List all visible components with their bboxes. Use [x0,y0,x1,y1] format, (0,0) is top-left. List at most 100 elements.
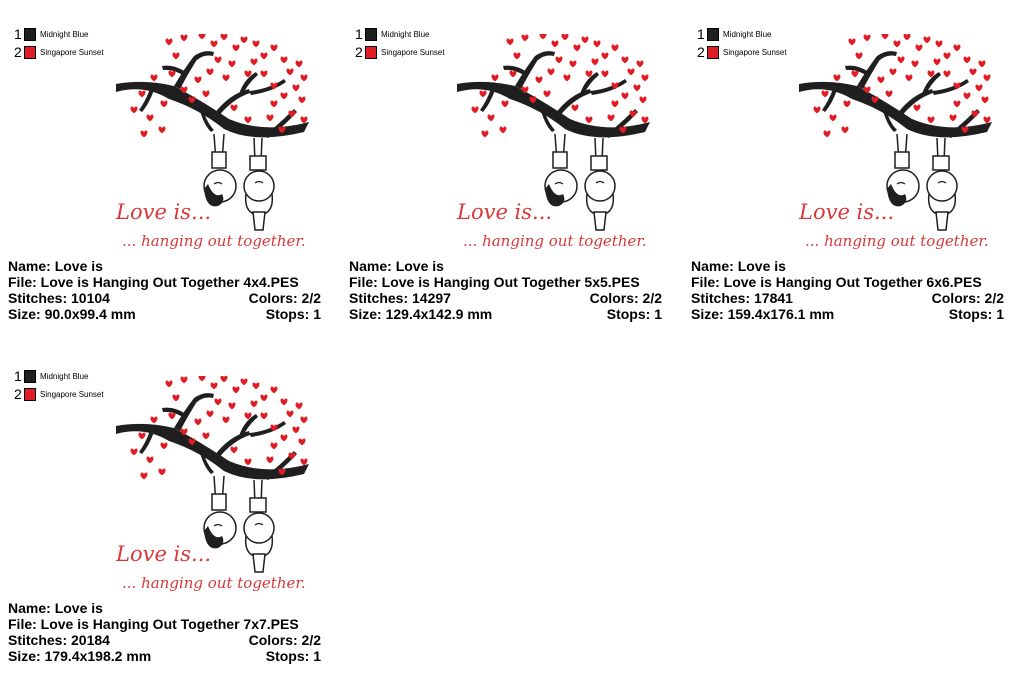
design-size-row: Size: 179.4x198.2 mm Stops: 1 [8,648,324,664]
heart-icon [130,106,138,114]
heart-icon [220,34,228,41]
heart-icon [180,428,188,436]
thread-row: 2 Singapore Sunset [697,44,787,61]
thread-number: 1 [14,368,22,384]
heart-icon [823,130,831,138]
heart-icon [270,386,278,394]
heart-icon [270,424,278,432]
heart-icon [641,74,649,82]
heart-icon [188,96,196,104]
heart-icon [923,36,931,44]
colors-label: Colors: [248,632,298,648]
heart-icon [206,68,214,76]
heart-icon [140,130,148,138]
heart-icon [521,86,529,94]
heart-icon [250,58,258,66]
design-colors: Colors: 2/2 [932,290,1004,306]
heart-icon [983,74,991,82]
heart-icon [961,126,969,134]
file-label: File: [8,274,37,290]
love-is-text: Love is... [456,200,552,224]
heart-icon [298,96,306,104]
love-is-text: Love is... [798,200,894,224]
heart-icon [146,114,154,122]
heart-icon [230,104,238,112]
heart-icon [611,44,619,52]
heart-icon [260,412,268,420]
design-card: 1 Midnight Blue 2 Singapore Sunset [691,26,1007,356]
design-size: 159.4x176.1 mm [727,306,835,322]
thread-legend: 1 Midnight Blue 2 Singapore Sunset [355,26,445,62]
stops-value: 1 [313,648,321,664]
heart-icon [286,410,294,418]
thread-swatch [707,46,719,59]
heart-icon [933,58,941,66]
heart-icon [292,426,300,434]
heart-icon [150,416,158,424]
design-colors: Colors: 2/2 [590,290,662,306]
design-name-row: Name: Love is [691,258,1007,274]
design-file: Love is Hanging Out Together 6x6.PES [723,274,982,290]
design-name: Love is [737,258,786,274]
heart-icon [270,82,278,90]
file-label: File: [349,274,378,290]
heart-icon [585,116,593,124]
heart-icon [633,84,641,92]
heart-icon [521,34,529,42]
thread-swatch [24,46,36,59]
heart-icon [927,116,935,124]
hearts-cluster [813,34,991,138]
thread-name: Singapore Sunset [381,48,445,57]
design-stitches-row: Stitches: 17841 Colors: 2/2 [691,290,1007,306]
heart-icon [228,402,236,410]
hanging-out-text: ... hanging out together. [122,574,306,591]
heart-icon [969,68,977,76]
tree-branch [116,393,309,480]
design-info: Name: Love is File: Love is Hanging Out … [349,258,665,322]
heart-icon [843,100,851,108]
design-file-row: File: Love is Hanging Out Together 5x5.P… [349,274,665,290]
colors-value: 2/2 [301,632,321,648]
heart-icon [252,382,260,390]
heart-icon [841,126,849,134]
thread-row: 1 Midnight Blue [697,26,787,43]
heart-icon [885,90,893,98]
heart-icon [829,114,837,122]
heart-icon [168,412,176,420]
heart-icon [913,104,921,112]
heart-icon [833,74,841,82]
design-stops: Stops: 1 [949,306,1004,322]
heart-icon [903,34,911,41]
boy-figure [544,133,578,207]
colors-label: Colors: [248,290,298,306]
heart-icon [300,74,308,82]
thread-row: 1 Midnight Blue [14,26,104,43]
size-label: Size: [691,306,724,322]
heart-icon [288,110,296,118]
heart-icon [232,44,240,52]
heart-icon [138,90,146,98]
heart-icon [569,60,577,68]
heart-icon [621,92,629,100]
heart-icon [266,114,274,122]
heart-icon [278,468,286,476]
heart-icon [513,52,521,60]
heart-icon [978,60,986,68]
heart-icon [848,38,856,46]
design-stitches: 14297 [412,290,451,306]
heart-icon [953,100,961,108]
stitches-label: Stitches: [691,290,751,306]
heart-icon [202,90,210,98]
heart-icon [481,130,489,138]
design-stitches-row: Stitches: 10104 Colors: 2/2 [8,290,324,306]
thread-swatch [365,46,377,59]
hearts-cluster [471,34,649,138]
heart-icon [160,100,168,108]
heart-icon [607,114,615,122]
thread-legend: 1 Midnight Blue 2 Singapore Sunset [697,26,787,62]
design-stitches: 20184 [71,632,110,648]
heart-icon [915,44,923,52]
thread-name: Midnight Blue [40,372,89,381]
embroidery-preview: Love is... ... hanging out together. [115,376,309,591]
stitches-label: Stitches: [8,632,68,648]
